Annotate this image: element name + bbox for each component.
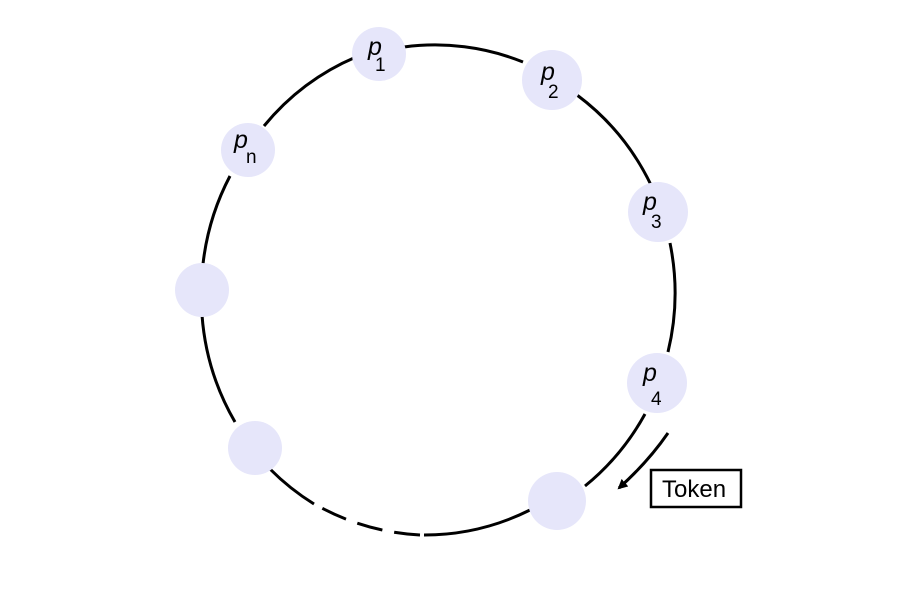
token-label: Token	[662, 476, 726, 503]
node-pn-circle	[221, 123, 275, 177]
node-p3-circle	[628, 182, 688, 242]
ring-arc-p3-p4	[666, 242, 677, 353]
node-pn-label: p	[233, 126, 248, 154]
node-unlabeled-bottom-right	[528, 472, 586, 530]
node-unlabeled-bottom-left	[228, 421, 282, 475]
ring-arc-p2-p3	[576, 93, 653, 186]
ring-arc-pn-p1	[262, 55, 357, 127]
node-unlabeled-left-circle	[175, 263, 229, 317]
ring-arc-p1-p2	[403, 43, 524, 64]
ring-arc-bottom-dashed	[317, 504, 421, 537]
ring-arc-left-upper	[201, 175, 232, 265]
node-p1-circle	[352, 27, 406, 81]
node-p3: p 3	[628, 182, 688, 242]
node-p4-label: p	[642, 359, 657, 387]
node-p4-subscript: 4	[651, 389, 662, 410]
ring-arc-bottom-solid	[423, 508, 531, 537]
ring-arc-p4-bottom	[584, 413, 647, 488]
node-unlabeled-bottom-left-circle	[228, 421, 282, 475]
node-pn: p n	[221, 123, 275, 177]
ring-arc-left-lower	[200, 314, 237, 423]
node-p1-label: p	[367, 33, 382, 61]
node-p3-label: p	[642, 188, 657, 216]
node-p2: p 2	[522, 50, 582, 110]
node-p2-circle	[522, 50, 582, 110]
node-p2-label: p	[540, 58, 555, 86]
ring-arc-bottom-left	[268, 467, 315, 506]
node-p1: p 1	[352, 27, 406, 81]
node-p1-subscript: 1	[375, 55, 386, 76]
node-pn-subscript: n	[246, 147, 257, 168]
node-p4-circle	[627, 353, 687, 413]
token-direction-arrow	[617, 432, 670, 490]
node-unlabeled-bottom-right-circle	[528, 472, 586, 530]
node-p4: p 4	[627, 353, 687, 413]
ring	[200, 43, 677, 537]
token-box	[649, 468, 743, 509]
node-unlabeled-left	[175, 263, 229, 317]
node-p2-subscript: 2	[548, 82, 559, 103]
node-p3-subscript: 3	[651, 212, 662, 233]
token-label-box: Token	[649, 468, 743, 509]
